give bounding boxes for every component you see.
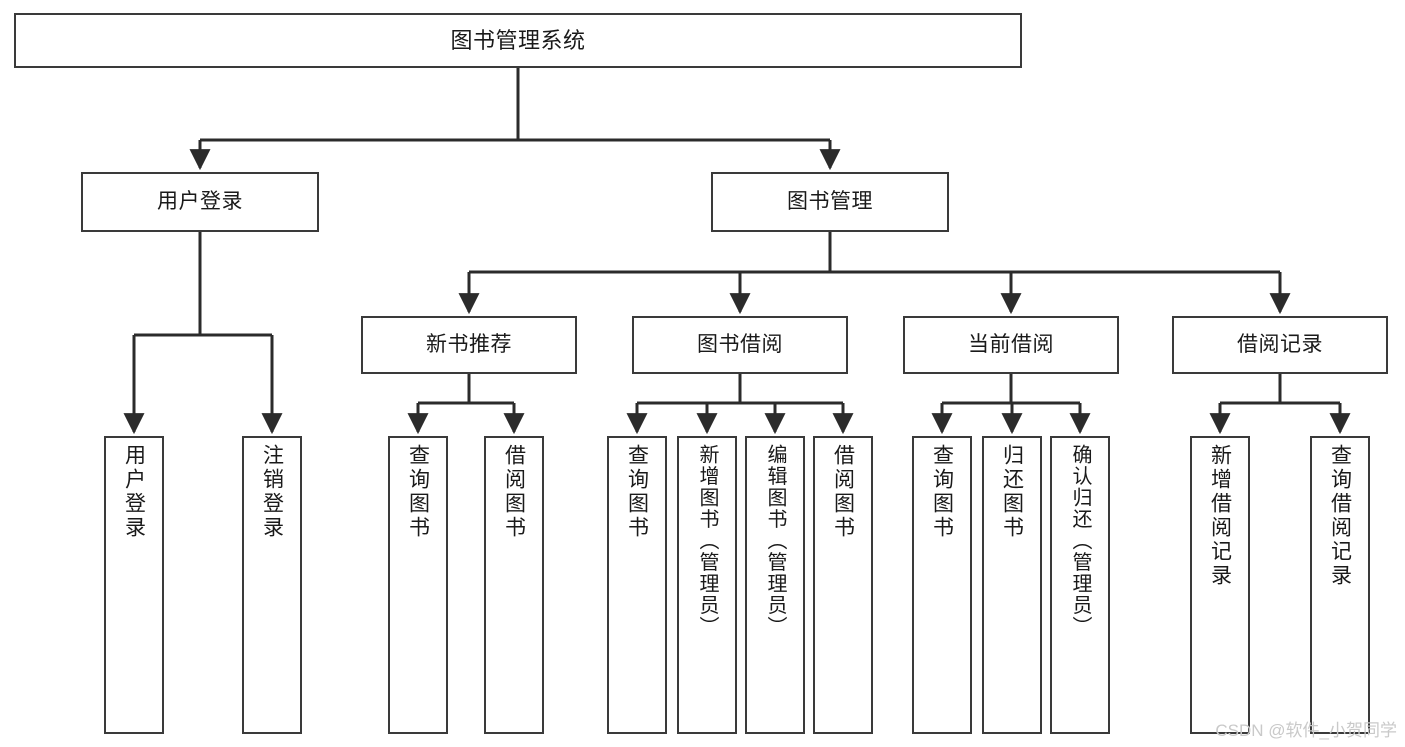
node-new-book-recommend-label: 新书推荐 xyxy=(426,332,512,356)
node-leaf-query-book-3[interactable]: 查询图书 xyxy=(912,436,972,734)
node-leaf-query-record[interactable]: 查询借阅记录 xyxy=(1310,436,1370,734)
watermark: CSDN @软件_小贺同学 xyxy=(1215,721,1397,740)
node-root-system[interactable]: 图书管理系统 xyxy=(14,13,1022,68)
node-leaf-borrow-book-2[interactable]: 借阅图书 xyxy=(813,436,873,734)
node-book-borrow-label: 图书借阅 xyxy=(697,332,783,356)
node-user-login-label: 用户登录 xyxy=(157,189,243,213)
node-borrow-record-label: 借阅记录 xyxy=(1237,332,1323,356)
node-leaf-user-login[interactable]: 用户登录 xyxy=(104,436,164,734)
node-new-book-recommend[interactable]: 新书推荐 xyxy=(361,316,577,374)
node-leaf-query-book-3-label: 查询图书 xyxy=(930,444,954,540)
node-current-borrow[interactable]: 当前借阅 xyxy=(903,316,1119,374)
node-leaf-user-login-label: 用户登录 xyxy=(122,444,146,540)
node-leaf-confirm-return-label: 确认归还（管理员） xyxy=(1069,444,1091,638)
node-leaf-query-book-1[interactable]: 查询图书 xyxy=(388,436,448,734)
node-leaf-add-book-label: 新增图书（管理员） xyxy=(696,444,718,638)
node-leaf-borrow-book-1[interactable]: 借阅图书 xyxy=(484,436,544,734)
node-leaf-confirm-return[interactable]: 确认归还（管理员） xyxy=(1050,436,1110,734)
node-root-label: 图书管理系统 xyxy=(450,27,586,53)
node-leaf-edit-book[interactable]: 编辑图书（管理员） xyxy=(745,436,805,734)
node-current-borrow-label: 当前借阅 xyxy=(968,332,1054,356)
node-book-manage[interactable]: 图书管理 xyxy=(711,172,949,232)
node-leaf-query-record-label: 查询借阅记录 xyxy=(1328,444,1352,588)
node-user-login[interactable]: 用户登录 xyxy=(81,172,319,232)
node-leaf-return-book[interactable]: 归还图书 xyxy=(982,436,1042,734)
node-leaf-return-book-label: 归还图书 xyxy=(1000,444,1024,540)
node-leaf-query-book-1-label: 查询图书 xyxy=(406,444,430,540)
node-leaf-add-book[interactable]: 新增图书（管理员） xyxy=(677,436,737,734)
node-leaf-logout[interactable]: 注销登录 xyxy=(242,436,302,734)
node-leaf-query-book-2-label: 查询图书 xyxy=(625,444,649,540)
node-book-borrow[interactable]: 图书借阅 xyxy=(632,316,848,374)
node-leaf-edit-book-label: 编辑图书（管理员） xyxy=(764,444,786,638)
node-leaf-borrow-book-2-label: 借阅图书 xyxy=(831,444,855,540)
node-leaf-borrow-book-1-label: 借阅图书 xyxy=(502,444,526,540)
node-leaf-logout-label: 注销登录 xyxy=(260,444,284,540)
node-leaf-add-record-label: 新增借阅记录 xyxy=(1208,444,1232,588)
node-leaf-query-book-2[interactable]: 查询图书 xyxy=(607,436,667,734)
node-borrow-record[interactable]: 借阅记录 xyxy=(1172,316,1388,374)
node-leaf-add-record[interactable]: 新增借阅记录 xyxy=(1190,436,1250,734)
node-book-manage-label: 图书管理 xyxy=(787,189,873,213)
